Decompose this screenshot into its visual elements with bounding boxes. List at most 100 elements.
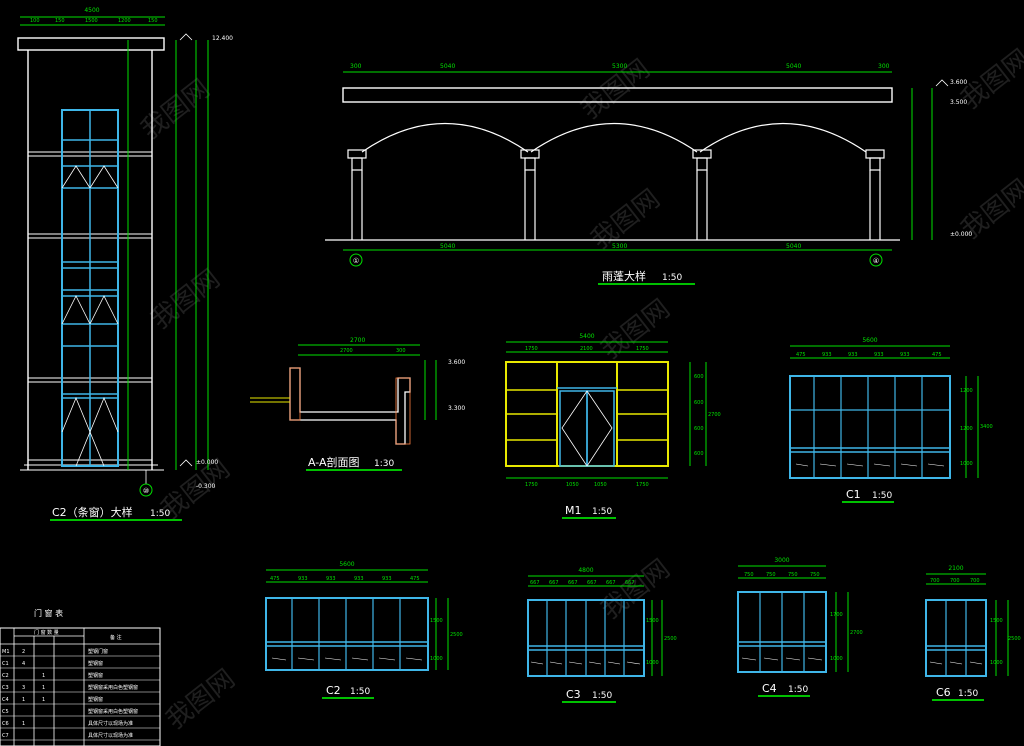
dim-text: 2700 [850, 630, 863, 636]
c6-window: 2100 700 700 700 1500 1000 2500 C6 1:50 [925, 565, 1021, 701]
dim-text: 2500 [664, 636, 677, 642]
table-cell: C4 [2, 697, 9, 703]
table-title: 门 窗 表 [34, 608, 63, 618]
dim-text: 750 [810, 572, 820, 578]
table-cell: 2 [22, 649, 25, 655]
dim-text: 600 [694, 374, 704, 380]
dim-text: 667 [587, 580, 597, 586]
m1-door: 5400 1750 2100 1750 1750 1050 1050 1750 … [505, 333, 721, 519]
dim-text: 1000 [960, 461, 973, 467]
dim-text: 3000 [774, 557, 789, 564]
dim-text: 600 [694, 451, 704, 457]
table-cell: 1 [42, 697, 45, 703]
table-cell: C1 [2, 661, 9, 667]
c2-scale: 1:50 [350, 687, 370, 697]
table-header: 备 注 [110, 634, 122, 641]
table-cell: 3 [22, 685, 25, 691]
table-cell: 1 [42, 673, 45, 679]
table-cell: 塑钢窗 [88, 696, 103, 703]
c4-title: C4 [762, 682, 777, 695]
dim-text: 1500 [430, 618, 443, 624]
section-title: A-A剖面图 [308, 455, 360, 469]
c2-elev-scale: 1:50 [150, 509, 170, 519]
dim-text: 933 [822, 352, 832, 358]
dim-text: 1200 [960, 426, 973, 432]
dim-text: 2100 [948, 565, 963, 572]
table-cell: 1 [22, 697, 25, 703]
axis-label: ⑩ [143, 487, 149, 495]
dim-text: 700 [950, 578, 960, 584]
dim-text: 667 [549, 580, 559, 586]
dim-text: 5040 [440, 243, 455, 250]
dim-text: 150 [148, 18, 158, 24]
dim-text: 300 [396, 348, 406, 354]
c3-window: 4800 667 667 667 667 667 667 1500 1000 2… [527, 567, 677, 703]
dim-text: 933 [298, 576, 308, 582]
c2-elev-title: C2（条窗）大样 [52, 505, 133, 519]
dim-text: 933 [382, 576, 392, 582]
c1-window: 5600 475 933 933 933 933 475 1200 1200 1… [789, 337, 993, 503]
c4-window: 3000 750 750 750 750 1700 1000 2700 C4 1… [737, 557, 863, 697]
level-text: 12.400 [212, 35, 233, 42]
dim-text: 933 [354, 576, 364, 582]
dim-text: 1000 [646, 660, 659, 666]
dim-text: 1200 [960, 388, 973, 394]
dim-text: 1700 [830, 612, 843, 618]
dim-text: 1050 [594, 482, 607, 488]
dim-text: 750 [766, 572, 776, 578]
dim-text: 1050 [566, 482, 579, 488]
canopy-title: 雨蓬大样 [602, 269, 646, 283]
table-cell: 具体尺寸以现场为准 [88, 732, 133, 739]
dim-text: 933 [874, 352, 884, 358]
dim-text: 667 [625, 580, 635, 586]
c1-title: C1 [846, 488, 861, 501]
dim-text: 933 [848, 352, 858, 358]
level-text: 3.500 [950, 99, 967, 106]
section-scale: 1:30 [374, 459, 394, 469]
dim-text: 150 [55, 18, 65, 24]
axis-label: ④ [873, 257, 879, 265]
table-cell: 塑钢窗采用白色塑钢窗 [88, 708, 138, 715]
dim-text: 667 [568, 580, 578, 586]
dim-text: 667 [530, 580, 540, 586]
c1-scale: 1:50 [872, 491, 892, 501]
c3-scale: 1:50 [592, 691, 612, 701]
dim-text: 300 [350, 63, 362, 70]
table-cell: C2 [2, 673, 9, 679]
dim-text: 3400 [980, 424, 993, 430]
dim-text: 475 [410, 576, 420, 582]
dim-text: 300 [878, 63, 890, 70]
dim-text: 5300 [612, 243, 627, 250]
dim-text: 1000 [830, 656, 843, 662]
dim-text: 1000 [990, 660, 1003, 666]
section-a-a: 2700 2700 300 3.600 3.300 A-A剖面图 1:30 [250, 337, 465, 471]
dim-text: 1750 [636, 482, 649, 488]
table-cell: 塑钢窗 [88, 660, 103, 667]
dim-text: 750 [788, 572, 798, 578]
table-cell: 塑钢窗 [88, 672, 103, 679]
dim-text: 600 [694, 400, 704, 406]
dim-text: 2700 [340, 348, 353, 354]
c3-title: C3 [566, 688, 581, 701]
dim-text: 1750 [525, 482, 538, 488]
dim-text: 5600 [862, 337, 877, 344]
level-text: -0.300 [196, 483, 216, 490]
table-cell: C6 [2, 721, 9, 727]
dim-text: 5040 [786, 63, 801, 70]
c2-strip-window-elevation: 4500 100 150 1500 1200 150 [17, 7, 233, 521]
dim-text: 475 [796, 352, 806, 358]
dim-text: 933 [326, 576, 336, 582]
dim-text: 750 [744, 572, 754, 578]
table-header: 门 窗 数 量 [34, 629, 59, 636]
dim-text: 4500 [84, 7, 99, 14]
dim-text: 600 [694, 426, 704, 432]
canopy-detail: 300 5040 5300 5040 300 5040 5300 5040 ① [325, 63, 972, 285]
c6-title: C6 [936, 686, 951, 699]
c6-scale: 1:50 [958, 689, 978, 699]
dim-text: 1200 [118, 18, 131, 24]
table-cell: 1 [42, 685, 45, 691]
